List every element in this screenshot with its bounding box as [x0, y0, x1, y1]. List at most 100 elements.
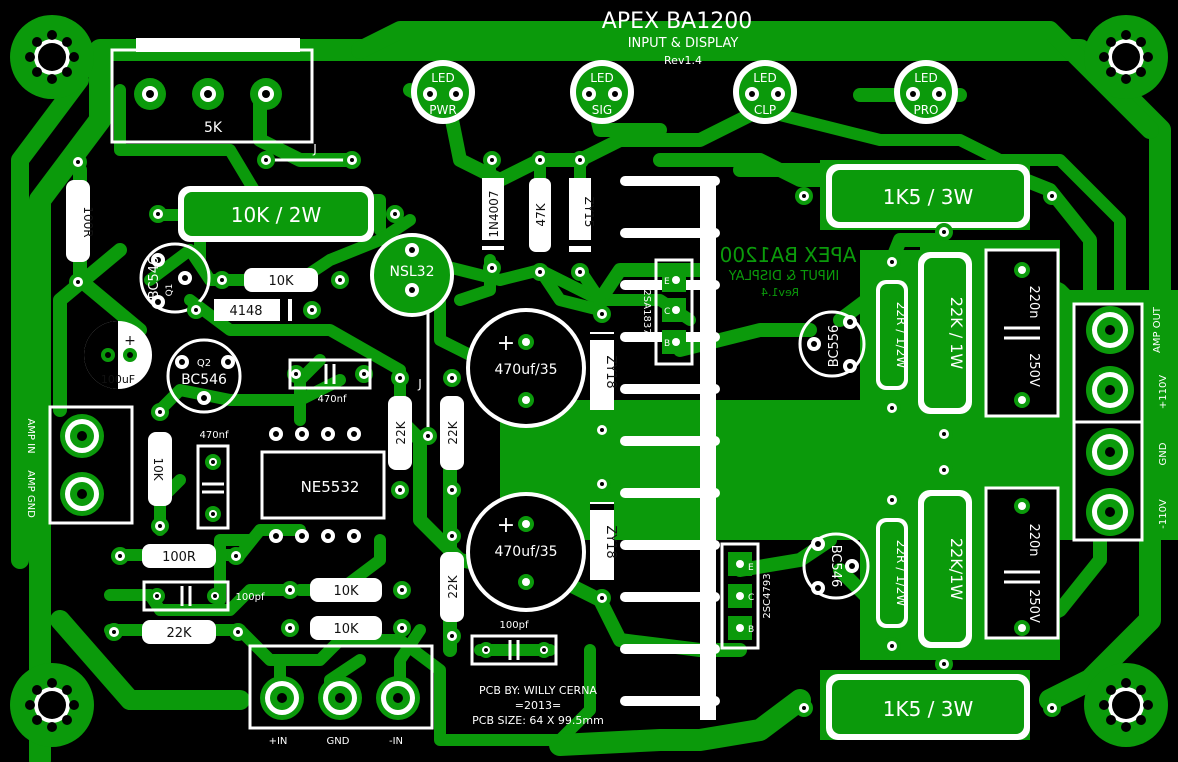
resistor-10k-2w: 10K / 2W [149, 186, 404, 242]
led-pro: LED PRO [894, 60, 958, 124]
in-minus-label: -IN [389, 736, 403, 747]
1k5-bottom-label: 1K5 / 3W [883, 697, 974, 721]
10k-vertical-label: 10K [151, 457, 165, 481]
22k-b-label: 22K [446, 420, 460, 444]
470nf-horizontal-label: 470nf [318, 394, 347, 405]
470uf-bottom-plus: + [497, 513, 515, 538]
capacitor-470nf-vertical: 470nf [196, 430, 230, 530]
resistor-10k-top-label: 10K [268, 274, 294, 289]
zy15-label: ZY15 [582, 197, 596, 228]
led-pro-label-top: LED [914, 71, 938, 85]
optocoupler-nsl32: NSL32 [370, 233, 454, 317]
zener-zy15: ZY15 [569, 151, 596, 281]
q2-label: BC546 [181, 372, 227, 388]
22r-top-label: 22R / 1/2W [894, 302, 908, 369]
100r-horizontal-label: 100R [162, 550, 196, 565]
credits-line3: PCB SIZE: 64 X 99.5mm [472, 714, 604, 727]
resistor-10k-c: 10K [281, 616, 411, 640]
capacitor-220n-top: 220n 250V [984, 248, 1060, 418]
q1-pin-label: Q1 [165, 284, 175, 297]
jumper-middle: J [417, 310, 437, 445]
opamp-ne5532: NE5532 [260, 427, 386, 543]
led-sig-label-top: LED [590, 71, 614, 85]
resistor-100r-vertical: 100R [66, 153, 95, 291]
220n-bottom-label: 220n [1026, 523, 1041, 556]
gnd-label: GND [1158, 442, 1169, 465]
resistor-1k5-3w-bottom: 1K5 / 3W [795, 674, 1061, 740]
470uf-bottom-label: 470uf/35 [494, 544, 557, 560]
resistor-22k-left: 22K [105, 620, 247, 644]
resistor-22k-b: 22K [440, 369, 464, 499]
1n4007-label: 1N4007 [487, 190, 501, 237]
transistor-q1-bc546: BC546 Q1 [139, 242, 211, 314]
220n-top-label: 220n [1026, 285, 1041, 318]
2sa1837-pin-b: B [664, 339, 670, 349]
470nf-vertical-label: 470nf [200, 430, 229, 441]
mounting-hole-top-right [1084, 15, 1168, 99]
resistor-10k-b: 10K [281, 578, 411, 602]
resistor-22k-1w-bottom: 22K/1W [918, 461, 972, 673]
in-gnd-label: GND [327, 736, 350, 747]
mounting-hole-bottom-left [10, 663, 94, 747]
470uf-top-label: 470uf/35 [494, 362, 557, 378]
led-clp: LED CLP [733, 60, 797, 124]
2sa1837-label: 2SA1837 [641, 289, 652, 334]
mounting-hole-bottom-right [1084, 663, 1168, 747]
zy18-top-label: ZY18 [603, 355, 618, 388]
cap-100uf-plus: + [124, 333, 136, 349]
q2-pin-label: Q2 [197, 358, 211, 369]
capacitor-100pf-bottom: 100pf [470, 620, 558, 666]
led-pwr-label-bottom: PWR [429, 103, 456, 117]
resistor-10k-2w-label: 10K / 2W [231, 203, 322, 227]
100pf-left-label: 100pf [236, 592, 265, 603]
resistor-100r-horizontal: 100R [111, 544, 245, 568]
plus110-label: +110V [1158, 375, 1169, 409]
470uf-top-plus: + [497, 331, 515, 356]
10k-c-label: 10K [333, 622, 359, 637]
capacitor-470uf-top: + 470uf/35 [466, 308, 586, 428]
heatsink-fins [620, 176, 720, 720]
cap-100uf-label: 100uF [101, 373, 135, 386]
2sc4793-pin-e: E [748, 563, 754, 573]
potentiometer-5k: 5K [110, 38, 314, 144]
resistor-10k-top: 10K [213, 268, 349, 292]
pot-label: 5K [204, 120, 223, 136]
zener-zy18-top: ZY18 [590, 305, 618, 439]
22k-a-label: 22K [394, 420, 408, 444]
resistor-22k-c: 22K [440, 527, 464, 645]
amp-gnd-label: AMP GND [25, 470, 36, 518]
q1-label: BC546 [147, 257, 162, 300]
transistor-bc556: BC556 [798, 310, 866, 378]
bc556-label: BC556 [827, 325, 842, 368]
in-plus-label: +IN [269, 736, 288, 747]
terminal-input: +IN GND -IN [248, 644, 434, 747]
diode-1n4007: 1N4007 [482, 151, 504, 277]
22k-left-label: 22K [166, 626, 192, 641]
resistor-22r-top: 22R / 1/2W [876, 253, 908, 417]
resistor-1k5-3w-top: 1K5 / 3W [795, 164, 1061, 228]
board-revision: Rev1.4 [664, 54, 702, 67]
nsl32-label: NSL32 [390, 264, 435, 280]
led-sig: LED SIG [570, 60, 634, 124]
mirror-line1: APEX BA1200 [720, 243, 857, 267]
47k-label: 47K [534, 202, 548, 226]
10k-b-label: 10K [333, 584, 359, 599]
1k5-top-label: 1K5 / 3W [883, 185, 974, 209]
terminal-amp-in: AMP IN AMP GND [25, 405, 134, 525]
capacitor-100uf: + 100uF [84, 321, 152, 389]
led-sig-label-bottom: SIG [592, 103, 612, 117]
ne5532-label: NE5532 [301, 478, 360, 496]
jumper-top: J [257, 142, 361, 169]
diode-4148-label: 4148 [229, 304, 262, 319]
mirror-line3: Rev1.4 [761, 286, 799, 299]
mirror-line2: INPUT & DISPLAY [729, 269, 840, 284]
22k-1w-bottom-label: 22K/1W [947, 538, 966, 600]
transistor-2sc4793: 2SC4793 E C B [720, 542, 773, 650]
credits-line1: PCB BY: WILLY CERNA [479, 684, 597, 697]
22r-bottom-label: 22R / 1/2W [894, 540, 908, 607]
bc546-right-label: BC546 [828, 545, 843, 588]
2sc4793-pin-b: B [748, 625, 754, 635]
transistor-q2-bc546: BC546 Q2 [166, 338, 242, 414]
jumper-middle-label: J [417, 377, 422, 391]
